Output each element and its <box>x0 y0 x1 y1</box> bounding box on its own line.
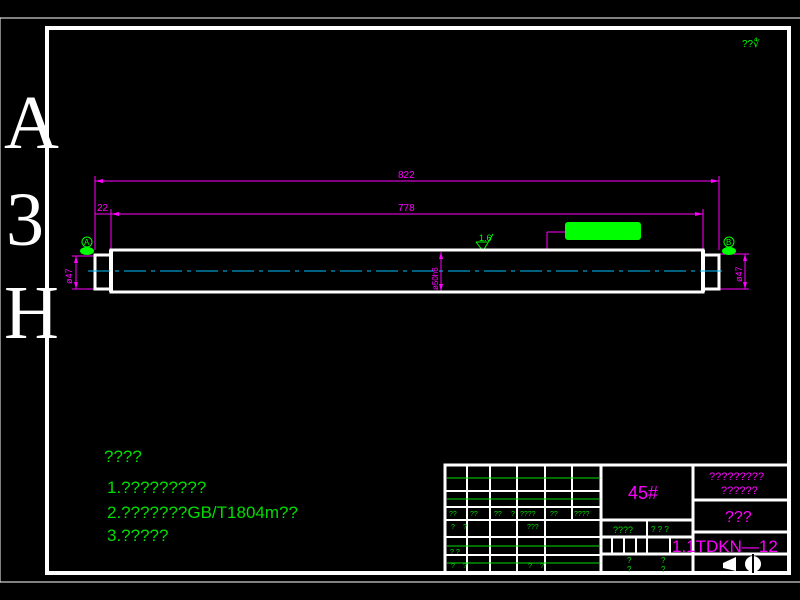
tb-grid-cell-r4c1: ? <box>451 563 455 570</box>
datum-left-circle <box>81 236 93 248</box>
arrow-mid-dia-bot <box>439 284 443 291</box>
sheet-size-letter-h: H <box>4 271 59 355</box>
notes-heading: ???? <box>104 447 142 466</box>
tb-small-mark-5: ? <box>661 565 666 574</box>
tb-drawing-number: 1.1TDKN—12 <box>672 537 778 556</box>
tb-grid-cell-r1c4: ? <box>511 511 515 518</box>
tb-small-mark-1: ? ? ? <box>651 525 669 534</box>
tb-grid-cell-r4c2: ? <box>463 563 467 570</box>
notes-item-2: 2.???????GB/T1804m?? <box>107 503 298 522</box>
top-right-note: ??∜ <box>742 38 760 50</box>
notes-item-1: 1.????????? <box>107 478 206 497</box>
tb-grid-cell-r3c1: ? ? <box>450 549 460 556</box>
tb-grid-cell-r1c1: ?? <box>449 511 457 518</box>
tb-grid-cell-r4c5: ? <box>528 563 532 570</box>
tb-grid-cell-r1c3: ?? <box>494 511 502 518</box>
datum-right-marker <box>722 247 736 255</box>
dim-step-text: 22 <box>97 203 109 214</box>
datum-left-marker <box>80 247 94 255</box>
tb-grid-cell-r2c5: ??? <box>527 524 539 531</box>
dim-right-dia-text: ø47 <box>734 266 744 282</box>
sheet-size-letter-3: 3 <box>6 178 44 262</box>
arrow-overall-left <box>95 179 103 183</box>
outer-frame <box>45 26 791 575</box>
dim-mid-dia-text: ø50h6 <box>431 267 440 290</box>
shaft-right-journal <box>701 253 721 291</box>
tb-grid-cell-r1c2: ?? <box>470 511 478 518</box>
sheet-size-letter-a: A <box>4 81 59 165</box>
tb-grid-cell-r1c5: ???? <box>520 511 536 518</box>
tb-top-right-line1: ????????? <box>709 471 764 483</box>
tb-small-mark-3: ? <box>627 565 632 574</box>
tb-grid-cell-r2c1: ? <box>451 524 455 531</box>
arrow-right-dia-bot <box>743 282 747 289</box>
tb-small-mark-2: ? <box>627 556 632 565</box>
projection-cone <box>723 557 736 571</box>
roughness-value: 1.6 <box>479 233 492 243</box>
tb-grid-cell-r1c6: ?? <box>550 511 558 518</box>
shaft-left-journal <box>93 253 113 291</box>
tb-grid-cell-r4c6: ? <box>540 563 544 570</box>
tb-top-right-line2: ?????? <box>721 485 758 497</box>
projection-symbol <box>723 554 761 573</box>
datum-right-label: B <box>726 238 731 247</box>
arrow-mid-dia-top <box>439 252 443 259</box>
tb-grid-cell-r2c2: ? <box>463 524 467 531</box>
datum-right-circle <box>723 236 735 248</box>
datum-left-label: A <box>84 238 90 247</box>
tb-name-cell: ??? <box>725 509 752 526</box>
tb-scale-cell: ???? <box>613 525 633 535</box>
arrow-right-dia-top <box>743 254 747 261</box>
arrow-left-dia-top <box>74 256 78 263</box>
notes-item-3: 3.????? <box>107 526 168 545</box>
arrow-shaft-right <box>695 212 703 216</box>
tb-material: 45# <box>628 483 658 503</box>
arrow-shaft-left <box>111 212 119 216</box>
tb-grid-cell-r1c7: ???? <box>574 511 590 518</box>
arrow-left-dia-bot <box>74 282 78 289</box>
dim-shaft-text: 778 <box>398 203 415 214</box>
dim-left-dia-text: ø47 <box>64 268 74 284</box>
arrow-overall-right <box>711 179 719 183</box>
highlight-tag <box>565 222 641 240</box>
tb-small-mark-4: ? <box>661 556 666 565</box>
dim-overall-text: 822 <box>398 170 415 181</box>
